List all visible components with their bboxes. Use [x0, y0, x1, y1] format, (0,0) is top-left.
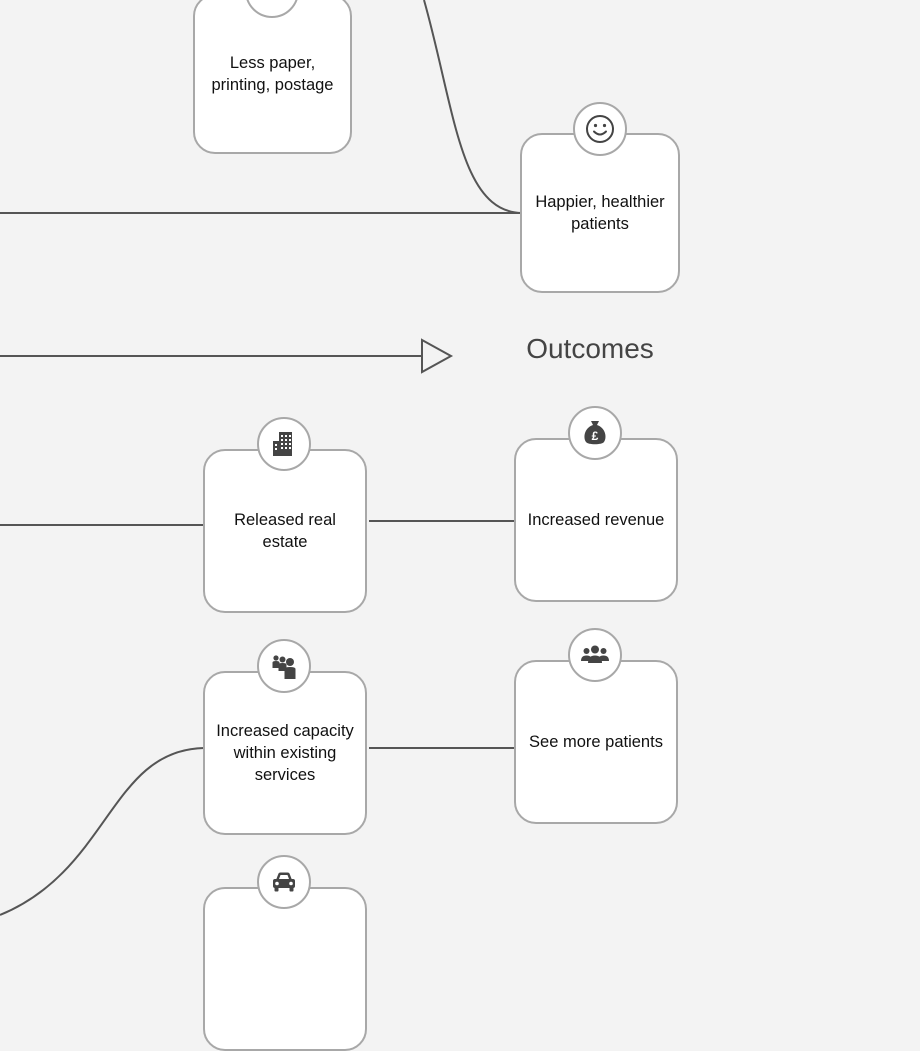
users-icon — [581, 645, 609, 663]
outcomes-arrow-head — [421, 338, 454, 374]
connector-top-curve — [423, 0, 523, 214]
outcomes-heading: Outcomes — [526, 333, 654, 364]
node-increased-revenue[interactable]: Increased revenue — [514, 438, 678, 602]
svg-text:£: £ — [592, 429, 599, 443]
node-label: Released real estate — [234, 511, 336, 551]
building-icon — [273, 432, 292, 456]
people-group-icon — [272, 655, 296, 679]
users-icon-badge — [568, 628, 622, 682]
paper-icon — [258, 0, 286, 5]
connector-bottom-curve — [0, 747, 205, 916]
smiley-face-icon-badge — [573, 102, 627, 156]
node-released-real-estate[interactable]: Released real estate — [203, 449, 367, 613]
money-bag-pound-icon: £ — [584, 421, 606, 445]
node-label: Increased revenue — [527, 511, 665, 529]
smiley-face-icon — [586, 115, 614, 143]
node-label: Increased capacity within existing servi… — [216, 722, 354, 784]
node-transport[interactable] — [203, 887, 367, 1051]
node-see-more-patients[interactable]: See more patients — [514, 660, 678, 824]
connector-lines — [0, 0, 523, 916]
people-group-icon-badge — [257, 639, 311, 693]
money-bag-pound-icon-badge: £ — [568, 406, 622, 460]
node-happier-patients[interactable]: Happier, healthier patients — [520, 133, 680, 293]
building-icon-badge — [257, 417, 311, 471]
node-label: Happier, healthier patients — [535, 193, 665, 233]
car-icon-badge — [257, 855, 311, 909]
car-icon — [273, 872, 295, 892]
node-increased-capacity[interactable]: Increased capacity within existing servi… — [203, 671, 367, 835]
node-less-paper[interactable]: Less paper, printing, postage — [193, 0, 352, 154]
node-label: Less paper, printing, postage — [211, 54, 334, 94]
node-label: See more patients — [529, 733, 663, 751]
